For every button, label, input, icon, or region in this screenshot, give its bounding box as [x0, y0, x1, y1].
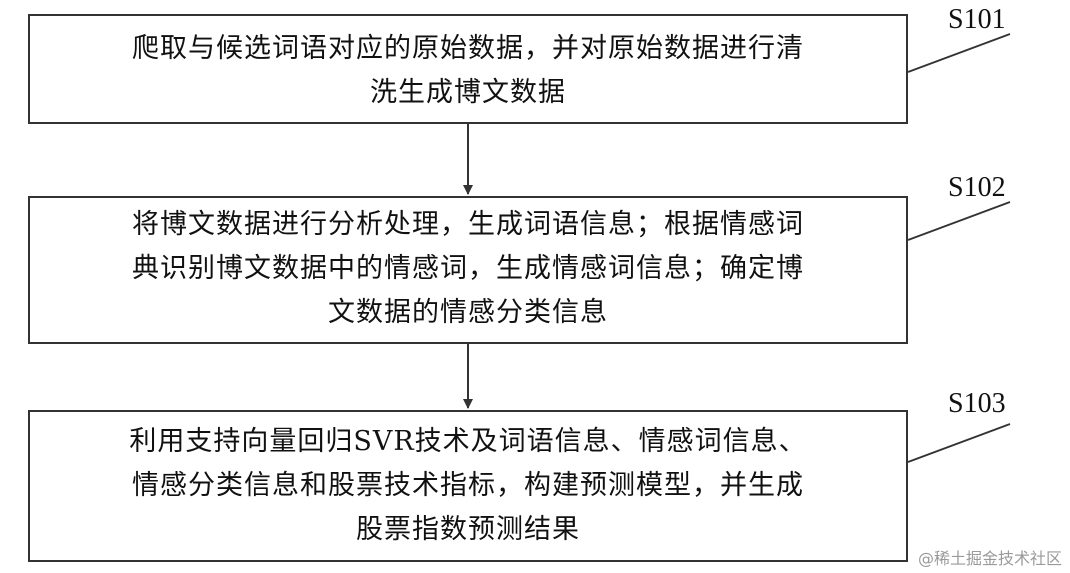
step-s102-line-1: 将博文数据进行分析处理，生成词语信息；根据情感词	[132, 209, 804, 240]
step-box-s102: 将博文数据进行分析处理，生成词语信息；根据情感词 典识别博文数据中的情感词，生成…	[28, 196, 908, 344]
step-box-s103: 利用支持向量回归SVR技术及词语信息、情感词信息、 情感分类信息和股票技术指标，…	[28, 410, 908, 562]
step-s101-line-1: 爬取与候选词语对应的原始数据，并对原始数据进行清	[132, 33, 804, 64]
leader-line-s103	[907, 423, 1011, 463]
step-s102-line-3: 文数据的情感分类信息	[328, 297, 608, 328]
step-s103-line-3: 股票指数预测结果	[356, 514, 580, 545]
step-box-s101: 爬取与候选词语对应的原始数据，并对原始数据进行清 洗生成博文数据	[28, 14, 908, 124]
step-s102-line-2: 典识别博文数据中的情感词，生成情感词信息；确定博	[132, 253, 804, 284]
watermark-text: @稀土掘金技术社区	[917, 549, 1062, 568]
step-s101-line-2: 洗生成博文数据	[370, 77, 566, 108]
step-s103-line-2: 情感分类信息和股票技术指标，构建预测模型，并生成	[132, 470, 804, 501]
step-label-s101: S101	[948, 4, 1006, 35]
step-s103-line-1: 利用支持向量回归SVR技术及词语信息、情感词信息、	[129, 426, 807, 457]
step-label-s102: S102	[948, 172, 1006, 203]
leader-line-s102	[907, 201, 1011, 241]
leader-line-s101	[907, 33, 1011, 73]
step-label-s103: S103	[948, 388, 1006, 419]
